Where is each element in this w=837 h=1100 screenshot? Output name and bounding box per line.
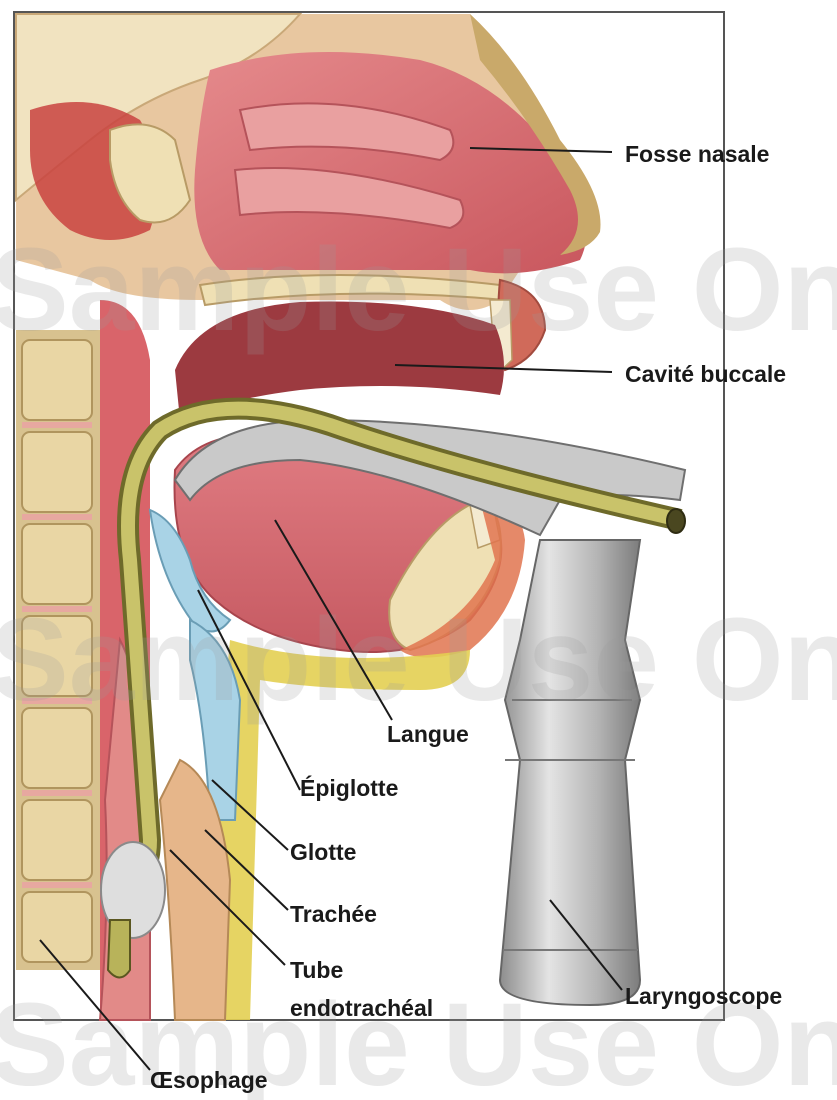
anatomy-drawing xyxy=(16,14,685,1020)
label-esophagus: Œsophage xyxy=(150,1067,268,1093)
label-trachea: Trachée xyxy=(290,901,377,927)
tube-tip xyxy=(108,920,130,978)
label-oral-cavity: Cavité buccale xyxy=(625,361,786,387)
tube-end xyxy=(667,509,685,533)
label-epiglottis: Épiglotte xyxy=(300,774,398,801)
label-nasal-cavity: Fosse nasale xyxy=(625,141,769,167)
label-tube-line-1: Tube xyxy=(290,957,343,983)
watermark-line-1: Sample Use Only xyxy=(0,224,837,356)
label-tube-line-2: endotrachéal xyxy=(290,995,433,1021)
label-glottis: Glotte xyxy=(290,839,356,865)
label-laryngoscope: Laryngoscope xyxy=(625,983,782,1009)
watermark-line-2: Sample Use Only xyxy=(0,594,837,726)
label-tongue: Langue xyxy=(387,721,469,747)
